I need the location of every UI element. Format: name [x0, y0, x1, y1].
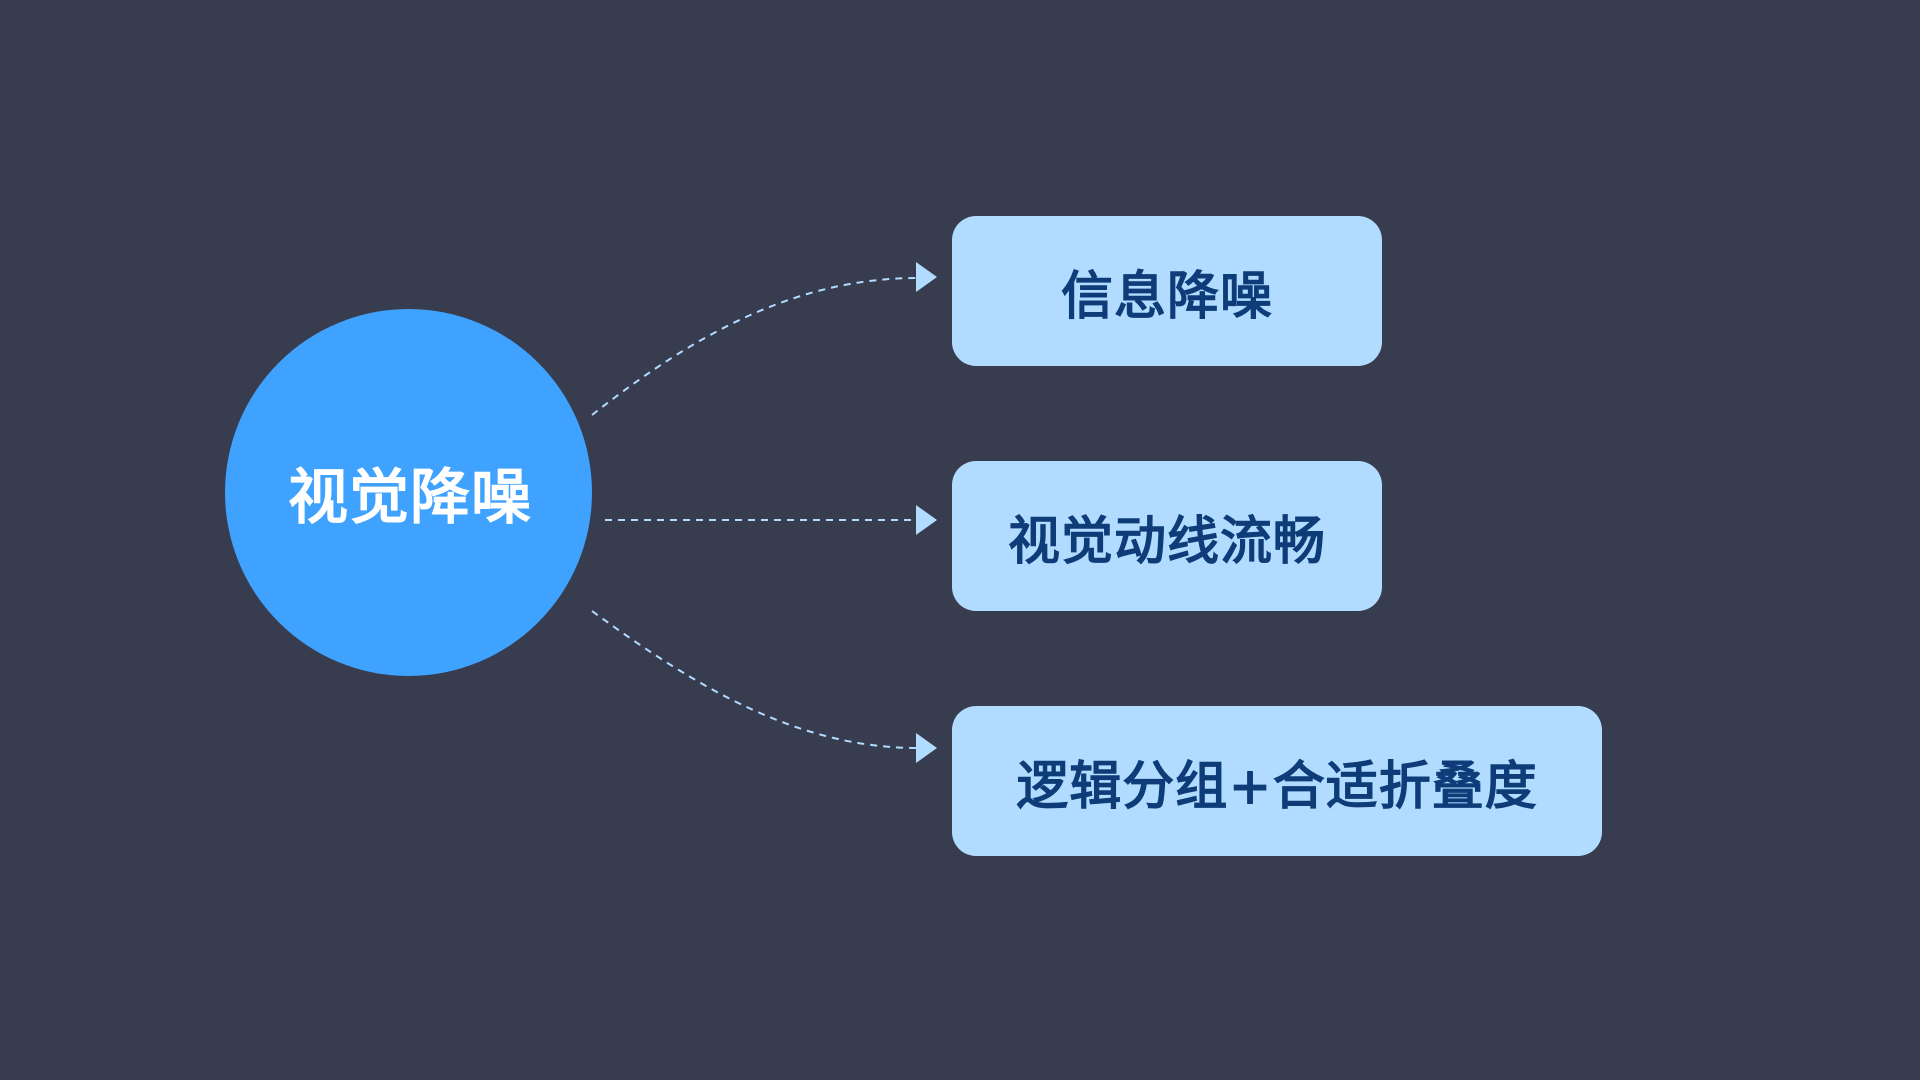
hub-circle: 视觉降噪 [225, 309, 592, 676]
connector-to-node-1 [591, 262, 937, 416]
node-box-3: 逻辑分组+合适折叠度 [952, 706, 1602, 856]
arrowhead-icon [916, 505, 937, 535]
node-label-1: 信息降噪 [1060, 265, 1273, 327]
arrowhead-icon [916, 262, 937, 292]
arrowhead-icon [916, 733, 937, 763]
node-label-2: 视觉动线流畅 [1007, 510, 1326, 572]
node-box-1: 信息降噪 [952, 216, 1382, 366]
node-label-3: 逻辑分组+合适折叠度 [1016, 755, 1538, 817]
connector-to-node-3 [591, 610, 937, 763]
node-box-2: 视觉动线流畅 [952, 461, 1382, 611]
dashed-arrow-line [591, 610, 919, 749]
connector-to-node-2 [605, 505, 937, 535]
hub-label: 视觉降噪 [288, 463, 532, 533]
dashed-arrow-line [591, 277, 919, 416]
